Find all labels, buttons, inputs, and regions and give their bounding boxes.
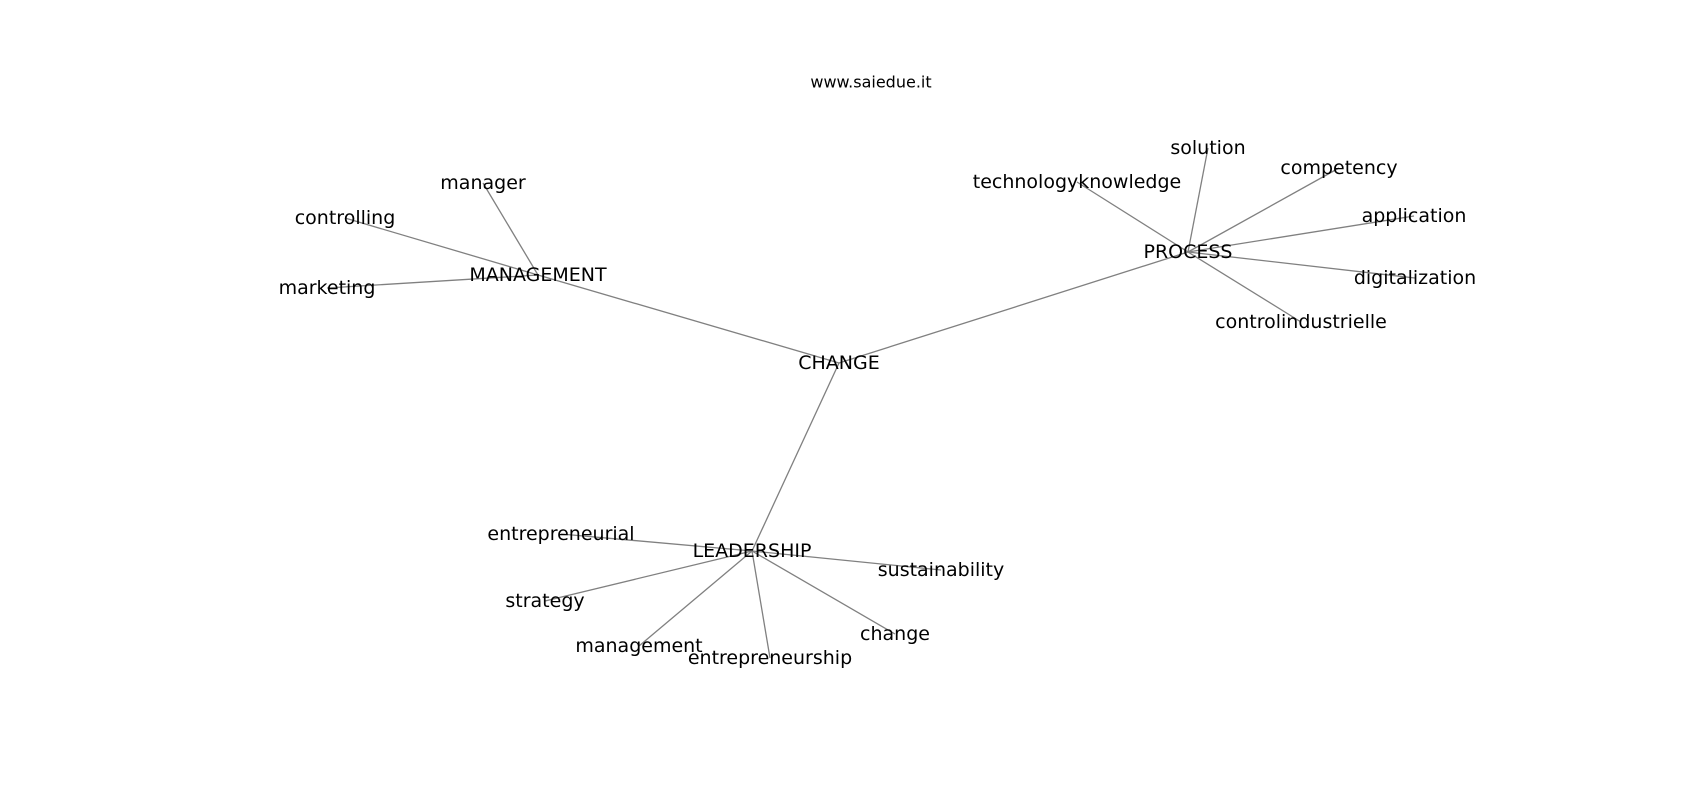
node-competency: competency	[1280, 157, 1397, 179]
node-solution: solution	[1170, 137, 1245, 159]
edge-management-manager	[482, 182, 539, 276]
edge-process-digitalization	[1187, 251, 1416, 279]
edge-management-marketing	[326, 274, 539, 289]
node-marketing: marketing	[279, 277, 376, 299]
node-sustainability: sustainability	[878, 559, 1005, 581]
caption: www.saiedue.it	[810, 73, 931, 92]
edge-process-solution	[1187, 147, 1209, 253]
node-entrepreneurial: entrepreneurial	[487, 523, 634, 545]
node-technologyknowledge: technologyknowledge	[973, 171, 1182, 193]
edge-leadership-strategy	[544, 550, 753, 602]
node-process: PROCESS	[1143, 241, 1232, 263]
edge-leadership-entrepreneurial	[560, 533, 753, 552]
node-application: application	[1362, 205, 1467, 227]
edge-process-competency	[1187, 167, 1340, 253]
node-layer: CHANGE MANAGEMENT PROCESS LEADERSHIP manager…	[279, 137, 1477, 669]
edge-leadership-change	[751, 550, 896, 635]
node-strategy: strategy	[505, 590, 584, 612]
node-management: MANAGEMENT	[469, 264, 607, 286]
node-change: CHANGE	[798, 352, 880, 374]
edge-leadership-management	[638, 550, 753, 647]
edge-change-management	[537, 274, 840, 364]
edge-change-leadership	[751, 362, 840, 552]
edge-process-application	[1187, 215, 1415, 253]
edge-management-controlling	[344, 217, 539, 276]
node-controlindustrielle: controlindustrielle	[1215, 311, 1387, 333]
node-change: change	[860, 623, 930, 645]
edge-process-controlindustrielle	[1187, 251, 1302, 323]
node-manager: manager	[440, 172, 526, 194]
edge-layer	[326, 147, 1416, 659]
edge-leadership-sustainability	[751, 550, 942, 571]
node-digitalization: digitalization	[1354, 267, 1476, 289]
edge-leadership-entrepreneurship	[751, 550, 771, 659]
node-management: management	[575, 635, 702, 657]
node-entrepreneurship: entrepreneurship	[688, 647, 852, 669]
edge-change-process	[838, 251, 1189, 364]
node-leadership: LEADERSHIP	[693, 540, 812, 562]
node-controlling: controlling	[295, 207, 396, 229]
edge-process-technologyknowledge	[1076, 181, 1189, 253]
